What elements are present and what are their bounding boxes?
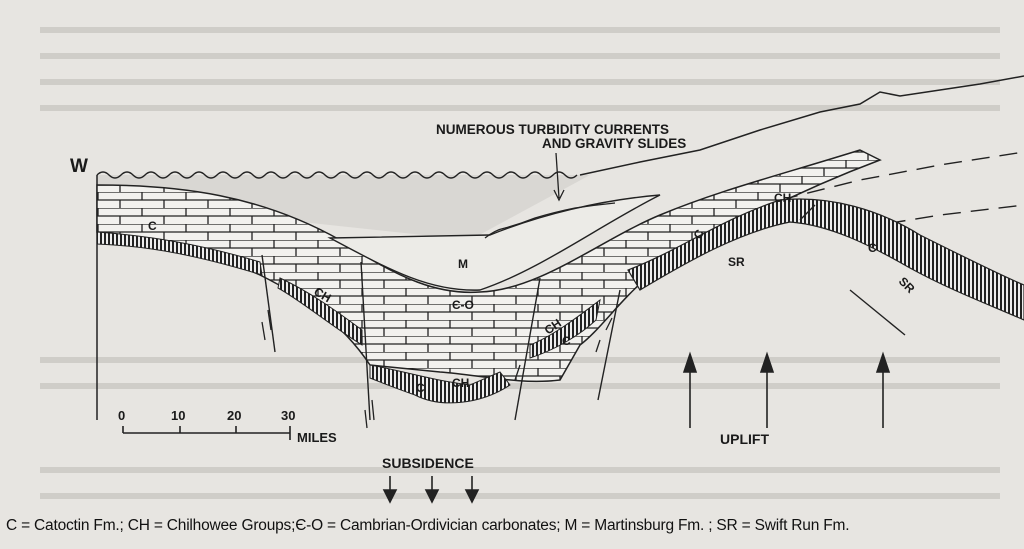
basin-floor-band (369, 364, 511, 404)
uplift-arrows (682, 351, 891, 428)
turbidity-pointer-arrow (553, 152, 565, 202)
subsidence-label: SUBSIDENCE (382, 455, 474, 471)
catoctin-label-basin: C (416, 381, 425, 395)
martinsburg-basin-fill (327, 194, 661, 291)
sea-water (97, 175, 590, 240)
scale-tick-0: 0 (118, 408, 125, 423)
right-thick-band (627, 198, 1024, 321)
land-surface (579, 75, 1024, 176)
catoctin-label-right2: C (868, 241, 877, 255)
sea-surface-waves (96, 171, 578, 179)
scale-bar: 0 10 20 30 MILES (118, 408, 337, 445)
fault-motion-arrows (261, 309, 613, 429)
faults (261, 204, 906, 421)
swift-run-label-1: SR (728, 255, 745, 269)
turbidity-annotation-line1: NUMEROUS TURBIDITY CURRENTS (436, 122, 669, 137)
catoctin-label-mid: C (562, 334, 571, 348)
swift-run-label-2: SR (896, 274, 918, 296)
chilhowee-label-right: CH (774, 191, 791, 205)
scale-tick-20: 20 (227, 408, 241, 423)
catoctin-label-left: C (148, 219, 157, 233)
chilhowee-label-basin: CH (452, 376, 469, 390)
turbidity-slide-deposit (484, 202, 616, 239)
scale-tick-10: 10 (171, 408, 185, 423)
martinsburg-label: M (458, 257, 468, 271)
subsidence-arrows (382, 476, 480, 504)
cambro-ordovician-label: Є-O (452, 298, 474, 312)
catoctin-band-left (96, 231, 263, 276)
chilhowee-band-left (277, 277, 363, 346)
west-direction-label: W (70, 156, 88, 177)
mid-band (529, 298, 601, 359)
scale-unit-label: MILES (297, 430, 337, 445)
uplift-label: UPLIFT (720, 431, 769, 447)
legend-caption: C = Catoctin Fm.; CH = Chilhowee Groups;… (6, 517, 850, 534)
scale-tick-30: 30 (281, 408, 295, 423)
subsurface-dashed-lines (779, 151, 1024, 229)
turbidity-annotation-line2: AND GRAVITY SLIDES (542, 136, 686, 151)
